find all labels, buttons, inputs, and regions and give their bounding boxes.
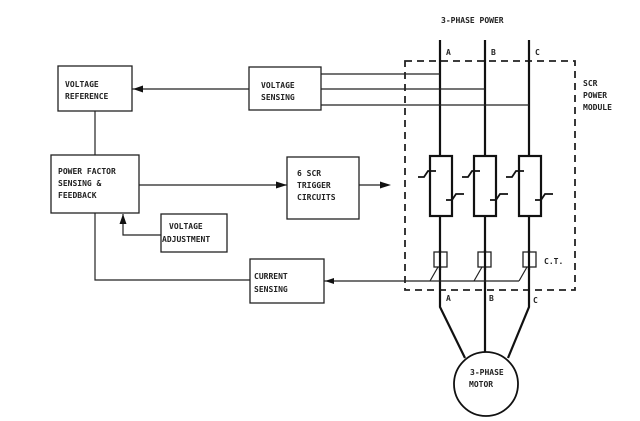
scr-pair-b (462, 154, 508, 218)
scr-pair-c (506, 154, 553, 218)
scr-pair-a (418, 154, 464, 218)
power-factor-line2: SENSING & (58, 179, 102, 188)
voltage-sensing-line1: VOLTAGE (261, 81, 295, 90)
voltage-sensing-block (248, 66, 322, 111)
phase-label-a-top: A (446, 48, 451, 57)
title-3-phase-power: 3-PHASE POWER (441, 16, 504, 25)
ct-leads (429, 266, 528, 282)
arrow-into-trigger (276, 181, 287, 189)
arrow-into-module (380, 181, 391, 189)
power-factor-line1: POWER FACTOR (58, 167, 116, 176)
motor-label-line1: 3-PHASE (470, 368, 504, 377)
arrow-into-voltage-reference (133, 85, 143, 93)
power-factor-line3: FEEDBACK (58, 191, 97, 200)
motor-label-line2: MOTOR (469, 380, 493, 389)
scr-trigger-line1: 6 SCR (297, 169, 321, 178)
current-sensing-block (249, 258, 325, 304)
phase-label-c-bottom: C (533, 296, 538, 305)
scr-symbol-icon (506, 170, 524, 178)
module-label-line1: SCR (583, 79, 598, 88)
scr-trigger-block (286, 156, 360, 220)
scr-symbol-icon (446, 193, 464, 201)
voltage-adjustment-line2: ADJUSTMENT (162, 235, 210, 244)
voltage-adjustment-block (160, 213, 228, 253)
power-factor-block (50, 154, 140, 214)
phase-label-b-bottom: B (489, 294, 494, 303)
voltage-adjustment-line1: VOLTAGE (169, 222, 203, 231)
current-sensing-line2: SENSING (254, 285, 288, 294)
arrow-into-power-factor (119, 214, 127, 224)
voltage-sensing-line2: SENSING (261, 93, 295, 102)
motor-lead-a (438, 305, 466, 359)
current-sensing-line1: CURRENT (254, 272, 288, 281)
ct-label: C.T. (544, 257, 563, 266)
scr-symbol-icon (490, 193, 508, 201)
phase-label-c-top: C (535, 48, 540, 57)
scr-symbol-icon (535, 193, 553, 201)
scr-symbol-icon (418, 170, 436, 178)
scr-symbol-icon (462, 170, 480, 178)
motor-lead-c (506, 305, 531, 359)
voltage-reference-block (57, 65, 133, 112)
scr-trigger-line3: CIRCUITS (297, 193, 336, 202)
voltage-reference-line2: REFERENCE (65, 92, 109, 101)
current-sensing-to-power-factor-wire (94, 213, 250, 281)
module-label-line3: MODULE (583, 103, 612, 112)
scr-power-module-boundary (404, 60, 576, 291)
phase-label-b-top: B (491, 48, 496, 57)
voltage-reference-line1: VOLTAGE (65, 80, 99, 89)
scr-trigger-line2: TRIGGER (297, 181, 331, 190)
module-label-line2: POWER (583, 91, 607, 100)
phase-label-a-bottom: A (446, 294, 451, 303)
adjustment-to-power-factor-wire (122, 214, 161, 236)
arrow-into-current-sensing (325, 278, 334, 284)
motor-circle (453, 351, 519, 417)
